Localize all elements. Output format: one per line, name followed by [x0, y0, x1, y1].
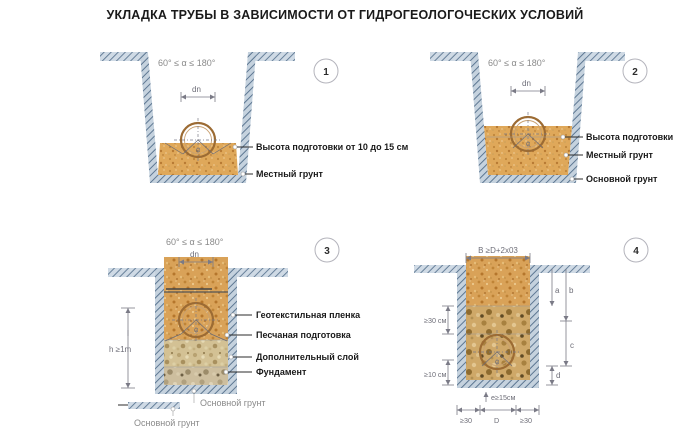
panel-number-4: 4 — [623, 237, 649, 263]
panel-number-3: 3 — [314, 237, 340, 263]
callout-dot — [232, 144, 238, 150]
ground-surface-left — [430, 52, 478, 61]
ground-surface-left — [100, 52, 148, 61]
depth-label-3: h ≥1m — [109, 345, 132, 354]
top-width-dimension-4: B ≥D+2x03 — [465, 246, 531, 263]
label-3-3: Фундамент — [256, 367, 307, 377]
backfill-upper — [466, 256, 530, 306]
panel-number-text-4: 4 — [633, 246, 639, 257]
right-dimension-c: c — [560, 320, 574, 367]
pipe-section: α — [172, 298, 220, 342]
callout-dot — [560, 134, 566, 140]
angle-note-3: 60° ≤ α ≤ 180° — [166, 237, 224, 247]
left-dim-label-1: ≥10 см — [424, 370, 447, 379]
label-1-0: Высота подготовки от 10 до 15 см — [256, 142, 409, 152]
right-dimension-b: b — [563, 269, 574, 321]
bottom-dim-label-D: D — [494, 416, 499, 425]
callout-dot — [569, 176, 575, 182]
left-dimension-30cm: ≥30 см — [424, 305, 454, 335]
label-3-2: Дополнительный слой — [256, 352, 359, 362]
panel-number-text-3: 3 — [324, 246, 330, 257]
pipe-section: α — [473, 330, 521, 374]
callout-dot — [170, 406, 176, 412]
mid-layer — [466, 306, 530, 334]
foundation-layer — [164, 367, 228, 385]
left-dim-label-0: ≥30 см — [424, 316, 447, 325]
additional-layer — [164, 340, 228, 367]
ground-surface-left — [108, 268, 160, 277]
depth-dimension-3: h ≥1m — [109, 307, 135, 389]
callout-dot — [563, 152, 569, 158]
right-dim-label-a: a — [555, 286, 560, 295]
backfill-upper — [164, 257, 228, 292]
right-dim-label-c: c — [570, 341, 574, 350]
page-title: УКЛАДКА ТРУБЫ В ЗАВИСИМОСТИ ОТ ГИДРОГЕОЛ… — [106, 8, 584, 22]
left-dimension-10cm: ≥10 см — [424, 359, 454, 386]
trench-wall-right — [530, 265, 539, 385]
pipe-diameter-dimension-3: dn — [178, 250, 214, 267]
panel-number-1: 1 — [313, 58, 339, 84]
pipe-angle-symbol: α — [526, 139, 530, 148]
pipe-angle-symbol: α — [196, 145, 200, 154]
right-dim-label-b: b — [569, 286, 574, 295]
trench-wall — [140, 52, 256, 183]
pipe-diameter-dimension-1: dn — [180, 85, 216, 102]
dn-label-1: dn — [192, 85, 201, 94]
callout-dot — [224, 332, 230, 338]
pipe-section: α — [174, 118, 222, 162]
callout-dot — [240, 171, 246, 177]
gray-label-3-0: Основной грунт — [200, 398, 266, 408]
trench-wall — [470, 52, 586, 183]
dn-label-3: dn — [190, 250, 199, 259]
trench-wall-right — [228, 268, 237, 390]
angle-note-2: 60° ≤ α ≤ 180° — [488, 58, 546, 68]
right-dimension-a: a — [549, 269, 560, 306]
callout-dot — [223, 369, 229, 375]
bottom-dim-label-left: ≥30 — [460, 416, 472, 425]
label-2-2: Основной грунт — [586, 174, 658, 184]
gray-label-3-1: Основной грунт — [134, 418, 200, 428]
panel-1: α 60° ≤ α ≤ 180° dn Высота подготовки от… — [100, 52, 409, 183]
bottom-dim-label-right: ≥30 — [520, 416, 532, 425]
panel-3: α 60° ≤ α ≤ 180° dn h ≥1m — [108, 237, 361, 428]
pipe-zone-layer — [466, 334, 530, 380]
bottom-width-chain: ≥30 D ≥30 — [456, 405, 540, 425]
label-1-1: Местный грунт — [256, 169, 324, 179]
dn-label-2: dn — [522, 79, 531, 88]
callout-dot — [230, 312, 236, 318]
bottom-dim-label-e: е≥15см — [491, 393, 516, 402]
label-2-1: Местный грунт — [586, 150, 654, 160]
panel-number-text-2: 2 — [632, 67, 638, 78]
pipe-angle-symbol: α — [495, 357, 499, 366]
angle-note-1: 60° ≤ α ≤ 180° — [158, 58, 216, 68]
panel-2: α 60° ≤ α ≤ 180° dn Высота подготовки Ме… — [430, 52, 673, 184]
callout-dot — [191, 388, 197, 394]
label-2-0: Высота подготовки — [586, 132, 673, 142]
right-dim-label-d: d — [556, 371, 560, 380]
panel-4: α B ≥D+2x03 ≥30 см — [414, 237, 649, 425]
label-3-0: Геотекстильная пленка — [256, 310, 361, 320]
ground-surface-right — [573, 52, 625, 61]
ground-surface-right — [243, 52, 295, 61]
trench-bottom — [457, 380, 539, 388]
bottom-dimension-e: е≥15см — [483, 392, 516, 402]
trench-wall-left — [457, 265, 466, 385]
label-3-1: Песчаная подготовка — [256, 330, 352, 340]
ground-surface-right — [236, 268, 288, 277]
ground-reference-strip — [128, 402, 180, 409]
pipe-angle-symbol: α — [194, 325, 198, 334]
trench-wall-left — [155, 268, 164, 390]
panel-number-2: 2 — [622, 58, 648, 84]
pipe-section: α — [504, 112, 552, 156]
trench-bottom — [155, 385, 237, 394]
ground-surface-right — [538, 265, 590, 273]
pipe-diameter-dimension-2: dn — [510, 79, 546, 96]
right-dimension-d: d — [546, 365, 560, 386]
top-dim-label-4: B ≥D+2x03 — [478, 246, 518, 255]
ground-surface-left — [414, 265, 462, 273]
panel-number-text-1: 1 — [323, 67, 329, 78]
callout-dot — [228, 354, 234, 360]
